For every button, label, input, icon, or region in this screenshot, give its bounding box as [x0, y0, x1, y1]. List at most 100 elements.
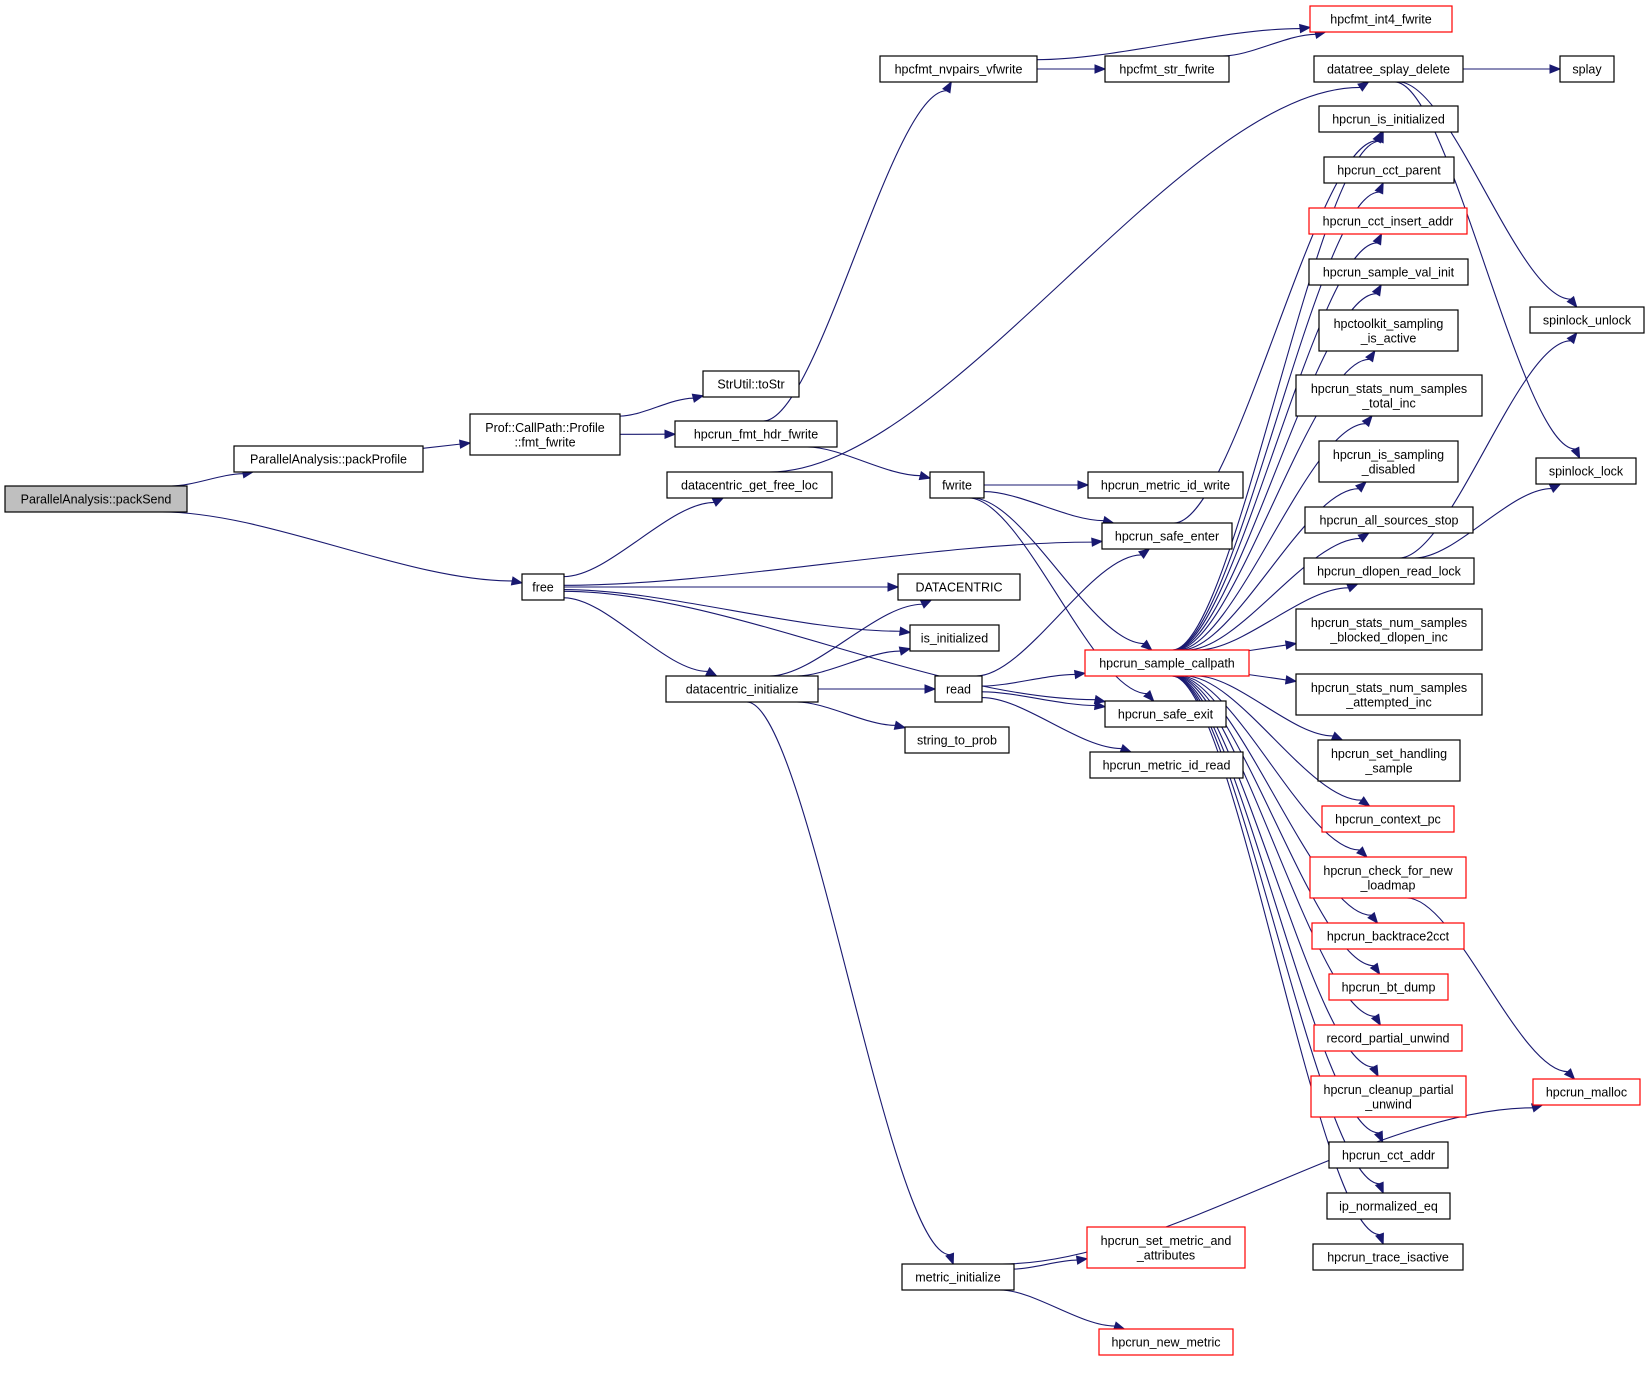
- node-packprofile[interactable]: ParallelAnalysis::packProfile: [233, 445, 424, 473]
- node-handling-sample[interactable]: hpcrun_set_handling_sample: [1317, 739, 1461, 782]
- node-malloc[interactable]: hpcrun_malloc: [1532, 1078, 1641, 1106]
- node-record-partial[interactable]: record_partial_unwind: [1313, 1024, 1463, 1052]
- node-new-metric[interactable]: hpcrun_new_metric: [1098, 1328, 1234, 1356]
- node-fmt-fwrite[interactable]: Prof::CallPath::Profile::fmt_fwrite: [469, 413, 621, 456]
- arrowhead-icon: [664, 429, 677, 439]
- node-label: hpcrun_sample_callpath: [1099, 657, 1235, 671]
- edge-free-to-safe_exit: [563, 590, 1107, 705]
- node-box: [1321, 805, 1455, 833]
- node-sample-val-init[interactable]: hpcrun_sample_val_init: [1308, 258, 1469, 286]
- node-is-init2[interactable]: hpcrun_is_initialized: [1318, 105, 1459, 133]
- node-metric-init[interactable]: metric_initialize: [901, 1263, 1015, 1291]
- node-datacentric[interactable]: DATACENTRIC: [897, 573, 1021, 601]
- edge-free-to-safe_enter: [563, 537, 1104, 586]
- node-string-to-prob[interactable]: string_to_prob: [904, 726, 1010, 754]
- edge-dc_init-to-metric_init: [746, 701, 955, 1266]
- node-is-initialized[interactable]: is_initialized: [909, 624, 1000, 652]
- edge-line: [1399, 340, 1571, 559]
- node-box: [469, 413, 621, 456]
- arrowhead-icon: [1140, 639, 1153, 651]
- node-read[interactable]: read: [934, 675, 983, 703]
- node-get-free-loc[interactable]: datacentric_get_free_loc: [666, 471, 833, 499]
- edge-metric_init-to-set_metric_attr: [1013, 1255, 1089, 1270]
- node-safe-enter[interactable]: hpcrun_safe_enter: [1101, 522, 1233, 550]
- node-backtrace2cct[interactable]: hpcrun_backtrace2cct: [1311, 922, 1465, 950]
- edge-sample_callpath-to-bt_dump: [1175, 675, 1381, 976]
- node-ip-norm-eq[interactable]: ip_normalized_eq: [1326, 1192, 1451, 1220]
- arrowhead-icon: [1284, 640, 1298, 650]
- node-sample-callpath[interactable]: hpcrun_sample_callpath: [1084, 649, 1250, 677]
- node-tostr[interactable]: StrUtil::toStr: [702, 370, 800, 398]
- node-box: [1086, 1226, 1246, 1269]
- node-box: [1304, 506, 1474, 534]
- node-dc-init[interactable]: datacentric_initialize: [665, 675, 819, 703]
- node-spinlock-unlock[interactable]: spinlock_unlock: [1529, 306, 1645, 334]
- edge-line: [1185, 675, 1362, 801]
- edge-dc_init-to-DATACENTRIC: [769, 599, 933, 677]
- node-str-fwrite[interactable]: hpcfmt_str_fwrite: [1104, 55, 1230, 83]
- node-int4-fwrite[interactable]: hpcfmt_int4_fwrite: [1309, 5, 1453, 33]
- node-fwrite[interactable]: fwrite: [929, 471, 985, 499]
- node-box: [1328, 973, 1449, 1001]
- node-sampling-disabled[interactable]: hpcrun_is_sampling_disabled: [1318, 440, 1459, 483]
- node-trace-isactive[interactable]: hpcrun_trace_isactive: [1312, 1243, 1464, 1271]
- edge-line: [563, 501, 715, 578]
- node-box: [1087, 471, 1244, 499]
- node-box: [904, 726, 1010, 754]
- node-bt-dump[interactable]: hpcrun_bt_dump: [1328, 973, 1449, 1001]
- edge-line: [1181, 488, 1359, 651]
- edge-line: [796, 650, 901, 677]
- edge-dc_init-to-read: [818, 684, 937, 694]
- node-sampling-active[interactable]: hpctoolkit_sampling_is_active: [1318, 309, 1459, 352]
- edge-line: [1398, 81, 1571, 300]
- node-metric-id-write[interactable]: hpcrun_metric_id_write: [1087, 471, 1244, 499]
- node-cleanup-partial[interactable]: hpcrun_cleanup_partial_unwind: [1310, 1075, 1467, 1118]
- node-box: [1104, 55, 1230, 83]
- node-label: read: [946, 683, 971, 697]
- node-cct-parent[interactable]: hpcrun_cct_parent: [1323, 156, 1455, 184]
- node-hdr-fwrite[interactable]: hpcrun_fmt_hdr_fwrite: [674, 420, 838, 448]
- edge-sample_callpath-to-check_loadmap: [1180, 675, 1368, 858]
- node-splay-delete[interactable]: datatree_splay_delete: [1313, 55, 1464, 83]
- node-attempted-inc[interactable]: hpcrun_stats_num_samples_attempted_inc: [1295, 673, 1483, 716]
- node-splay[interactable]: splay: [1559, 55, 1615, 83]
- edge-metric_init-to-malloc: [1002, 1103, 1544, 1265]
- node-box: [1308, 207, 1468, 235]
- node-set-metric-attr[interactable]: hpcrun_set_metric_and_attributes: [1086, 1226, 1246, 1269]
- node-free[interactable]: free: [521, 573, 565, 601]
- node-label: hpcrun_stats_num_samples: [1311, 681, 1467, 695]
- node-box: [1318, 309, 1459, 352]
- edge-line: [1175, 358, 1370, 651]
- arrowhead-icon: [1374, 1130, 1384, 1144]
- node-label: hpcfmt_nvpairs_vfwrite: [895, 63, 1023, 77]
- node-blocked-inc[interactable]: hpcrun_stats_num_samples_blocked_dlopen_…: [1295, 608, 1483, 651]
- node-dlopen-read-lock[interactable]: hpcrun_dlopen_read_lock: [1303, 557, 1475, 585]
- arrowhead-icon: [1549, 64, 1562, 74]
- edge-sample_callpath-to-blocked_inc: [1248, 640, 1298, 652]
- node-check-loadmap[interactable]: hpcrun_check_for_new_loadmap: [1309, 856, 1467, 899]
- node-box: [674, 420, 838, 448]
- node-label: record_partial_unwind: [1327, 1032, 1450, 1046]
- node-label: _disabled: [1361, 462, 1416, 476]
- node-label: is_initialized: [921, 632, 988, 646]
- node-spinlock-lock[interactable]: spinlock_lock: [1535, 457, 1637, 485]
- edge-line: [1013, 1259, 1078, 1270]
- node-metric-id-read[interactable]: hpcrun_metric_id_read: [1089, 751, 1244, 779]
- node-label: hpcrun_context_pc: [1335, 813, 1441, 827]
- node-cct-addr[interactable]: hpcrun_cct_addr: [1328, 1141, 1449, 1169]
- node-label: hpcrun_trace_isactive: [1327, 1251, 1449, 1265]
- arrowhead-icon: [1073, 669, 1087, 680]
- node-box: [1559, 55, 1615, 83]
- arrowhead-icon: [942, 80, 952, 94]
- node-cct-insert[interactable]: hpcrun_cct_insert_addr: [1308, 207, 1468, 235]
- node-all-sources-stop[interactable]: hpcrun_all_sources_stop: [1304, 506, 1474, 534]
- edge-sample_callpath-to-attempted_inc: [1248, 674, 1298, 685]
- arrowhead-icon: [1299, 23, 1312, 34]
- node-label: hpcrun_dlopen_read_lock: [1317, 565, 1462, 579]
- node-total-inc[interactable]: hpcrun_stats_num_samples_total_inc: [1295, 374, 1483, 417]
- arrowhead-icon: [1077, 480, 1090, 490]
- edge-line: [1222, 33, 1316, 57]
- node-nvpairs[interactable]: hpcfmt_nvpairs_vfwrite: [879, 55, 1038, 83]
- node-safe-exit[interactable]: hpcrun_safe_exit: [1104, 700, 1227, 728]
- node-context-pc[interactable]: hpcrun_context_pc: [1321, 805, 1455, 833]
